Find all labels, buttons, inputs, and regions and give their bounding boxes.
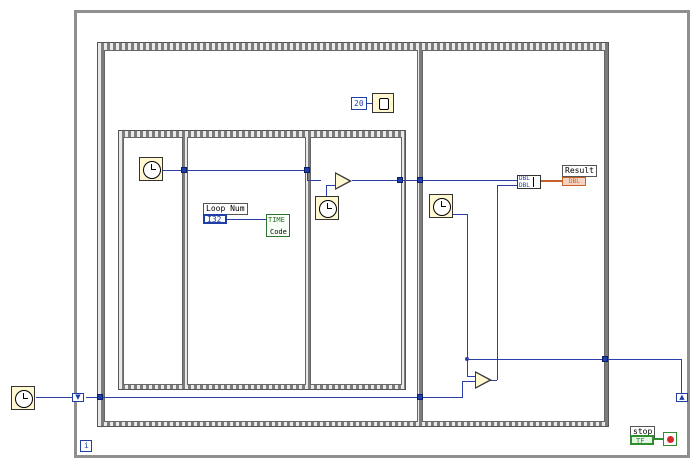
tick-count-frame-3[interactable] (315, 196, 339, 220)
time-code-bottom: Code (270, 228, 287, 236)
wire[interactable] (326, 185, 336, 186)
wire[interactable] (36, 397, 80, 398)
loop-num-type: I32 (207, 215, 222, 224)
subtract-node-1-fill (336, 174, 349, 188)
wire[interactable] (467, 359, 681, 360)
tick-count-outer-frame-2[interactable] (429, 194, 453, 218)
wire[interactable] (307, 170, 308, 180)
build-array-input-2: DBL (519, 182, 530, 189)
build-array-input-1: DBL (519, 175, 530, 182)
stop-sign-icon (667, 436, 674, 443)
iteration-label: i (84, 441, 89, 450)
wire[interactable] (162, 170, 308, 171)
result-label: Result (562, 165, 597, 177)
watch-icon (379, 98, 389, 110)
stop-wire[interactable] (654, 438, 663, 440)
tunnel[interactable] (602, 356, 608, 362)
iteration-terminal[interactable]: i (80, 440, 92, 452)
shift-register-left[interactable]: ▼ (72, 393, 84, 402)
wire[interactable] (497, 185, 518, 186)
wire[interactable] (326, 185, 327, 199)
result-type: DBL (569, 178, 580, 185)
wire[interactable] (352, 180, 518, 181)
wire[interactable] (497, 185, 498, 380)
shift-register-right[interactable]: ▲ (676, 393, 688, 402)
tunnel[interactable] (181, 167, 187, 173)
wire[interactable] (462, 381, 476, 382)
time-code-top: TIME (268, 216, 285, 224)
tunnel[interactable] (417, 177, 423, 183)
wire[interactable] (367, 103, 373, 104)
tunnel[interactable] (417, 394, 423, 400)
subtract-node-2-fill (476, 373, 489, 387)
tunnel[interactable] (97, 394, 103, 400)
wire[interactable] (681, 359, 682, 396)
wait-constant[interactable]: 20 (351, 97, 367, 110)
wait-constant-value: 20 (354, 99, 364, 108)
clock-icon (433, 198, 451, 216)
result-terminal[interactable]: DBL (562, 177, 586, 186)
tunnel[interactable] (397, 177, 403, 183)
wire[interactable] (467, 214, 468, 376)
tick-count-frame-1[interactable] (139, 157, 163, 181)
wire[interactable] (307, 180, 321, 181)
inner-sequence-frame-2 (187, 137, 306, 385)
wire[interactable] (86, 397, 462, 398)
time-code-node[interactable]: TIME Code (266, 214, 290, 237)
build-array-node[interactable]: DBL DBL (517, 175, 541, 189)
loop-condition-terminal[interactable] (663, 432, 677, 446)
wait-function[interactable] (372, 93, 394, 113)
inner-sequence-frame-3 (310, 137, 402, 385)
clock-icon (319, 200, 337, 218)
stop-type: TF (636, 437, 645, 445)
tick-count-outside[interactable] (11, 386, 35, 410)
clock-icon (143, 161, 161, 179)
tunnel[interactable] (304, 167, 310, 173)
result-wire[interactable] (541, 180, 563, 182)
wire[interactable] (489, 380, 497, 381)
wire[interactable] (462, 381, 463, 398)
wire[interactable] (467, 376, 476, 377)
outer-sequence-frame-2 (422, 50, 605, 422)
wire-junction (465, 357, 469, 361)
stop-terminal[interactable]: TF (630, 435, 654, 445)
build-array-glyph (533, 177, 541, 187)
wire[interactable] (227, 219, 267, 220)
wire[interactable] (453, 214, 468, 215)
clock-icon (15, 390, 33, 408)
loop-num-terminal[interactable]: I32 (203, 214, 227, 224)
